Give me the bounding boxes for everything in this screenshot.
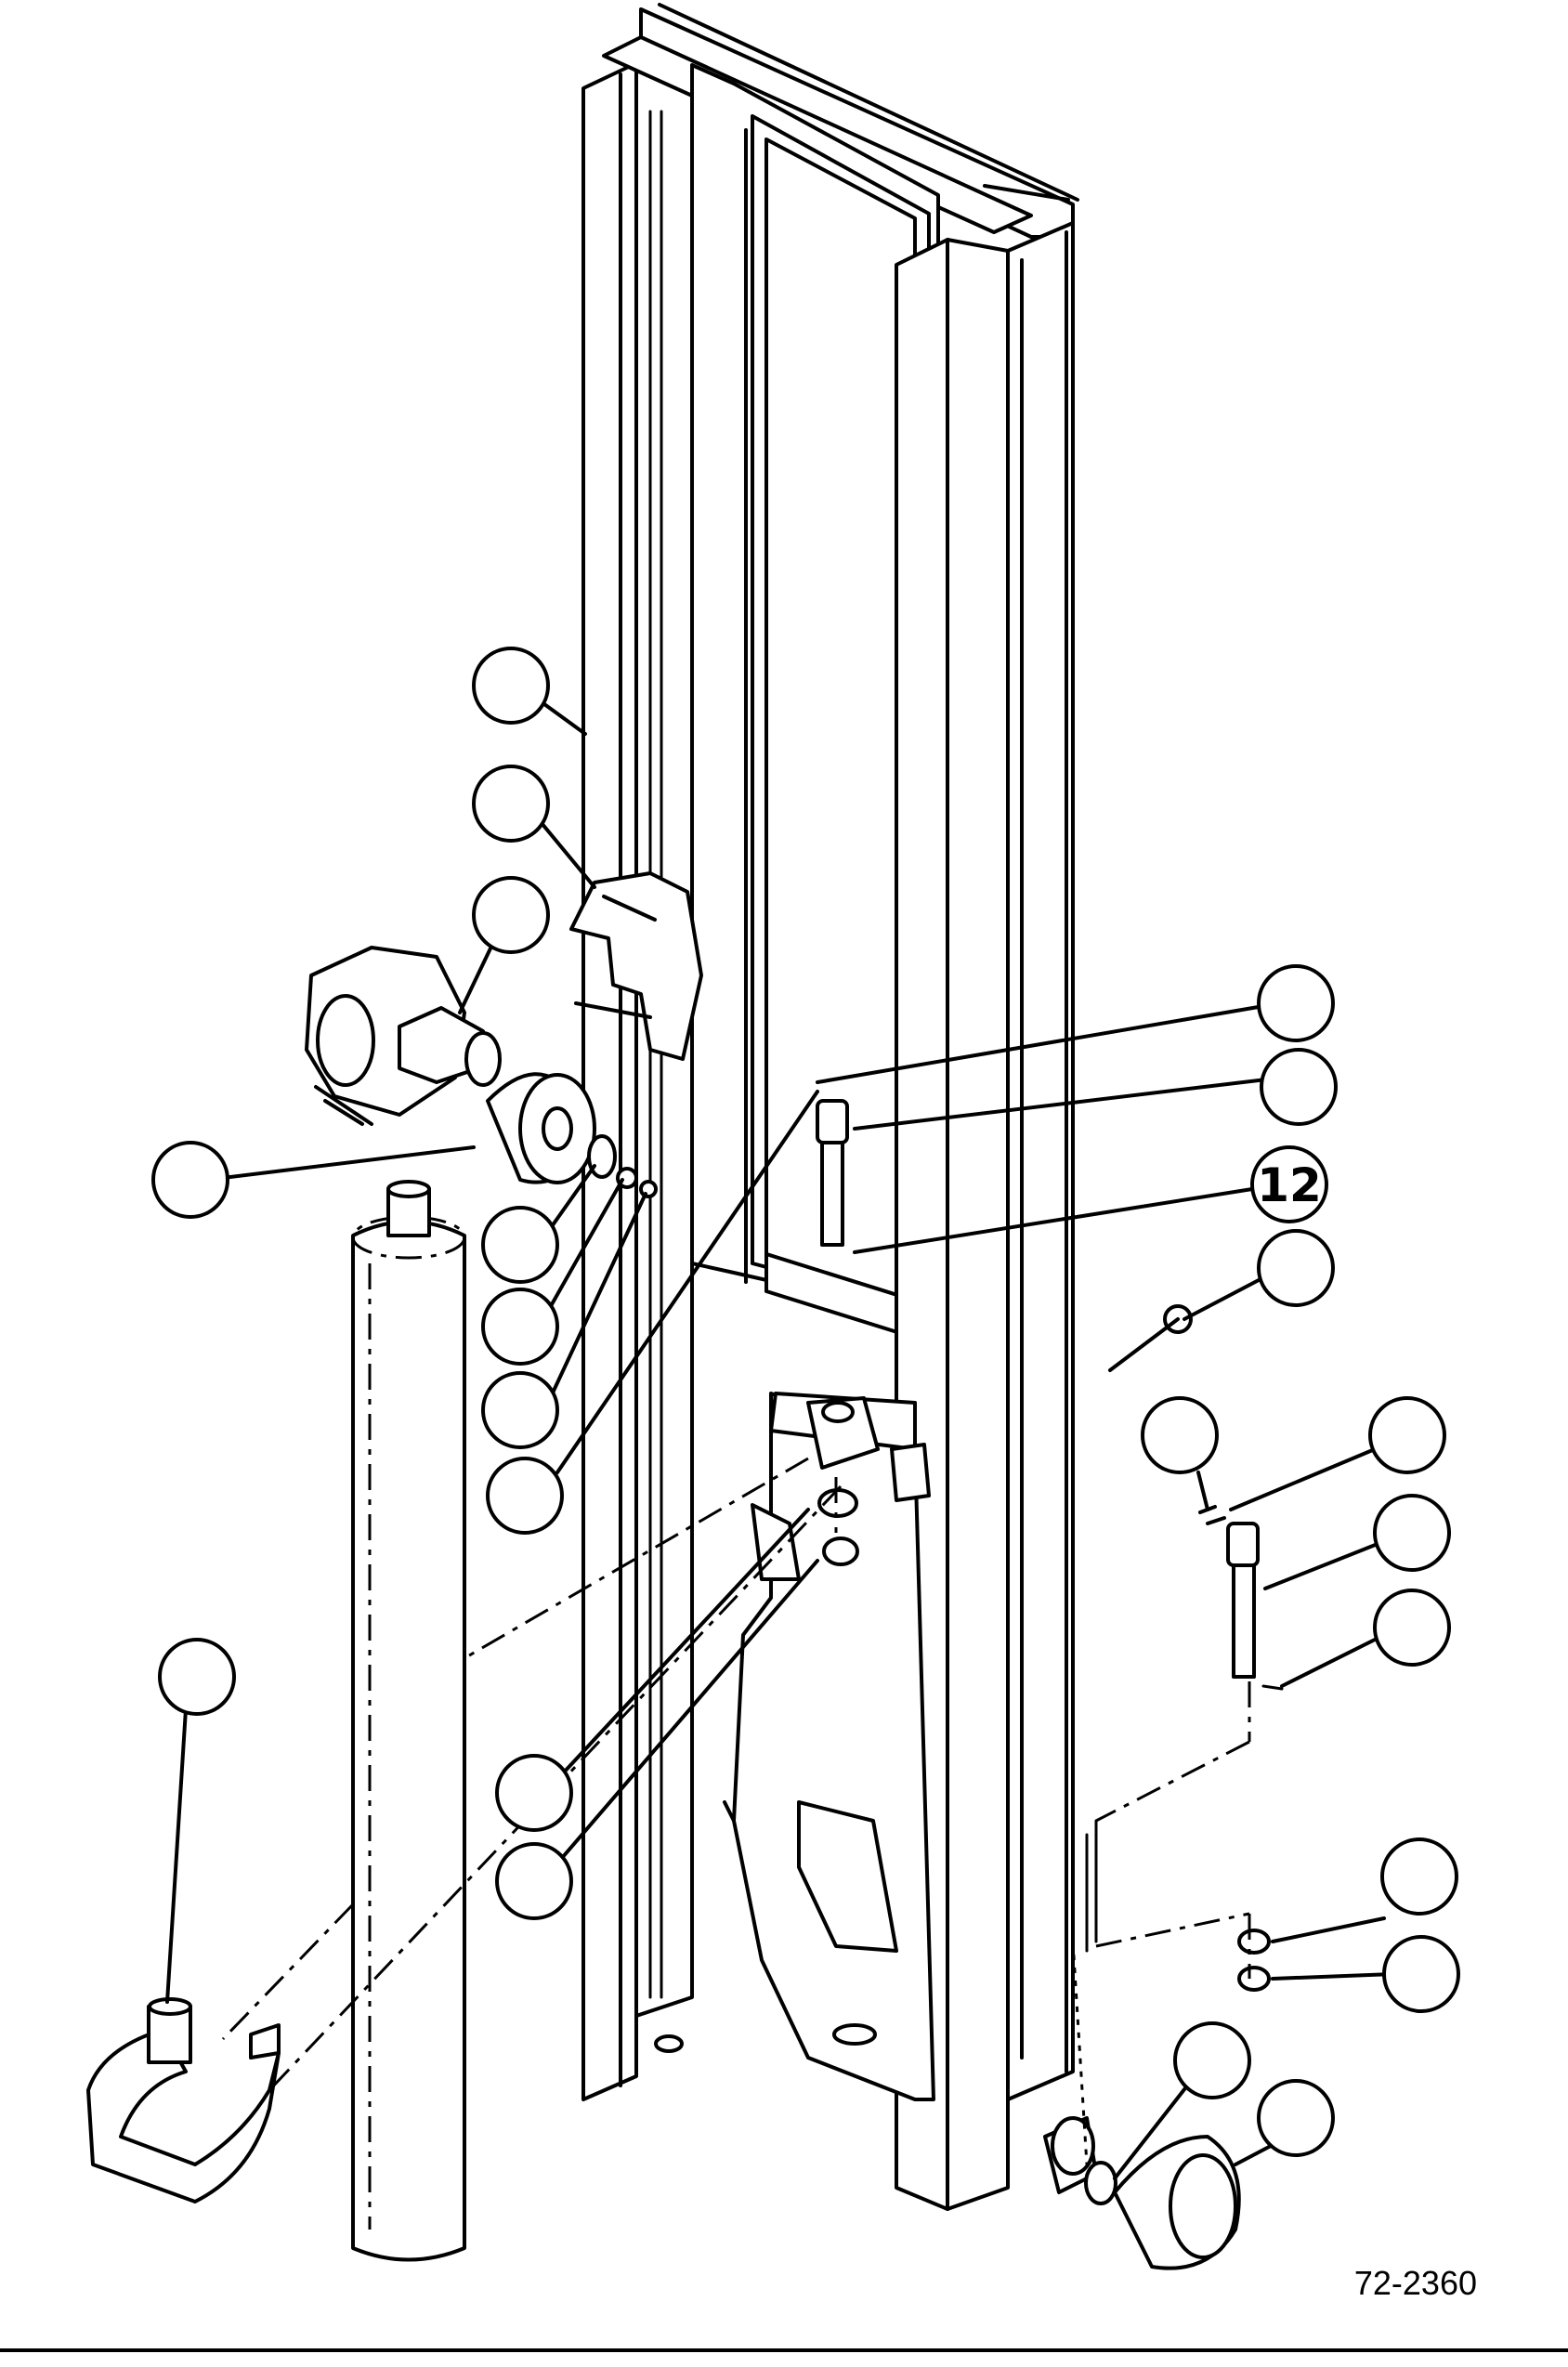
callout-c19 bbox=[495, 1842, 573, 1920]
chain-anchor-right bbox=[1198, 1505, 1284, 1691]
callout-c20 bbox=[1380, 1837, 1458, 1916]
lift-cylinder bbox=[351, 1180, 466, 2262]
roller-bracket bbox=[305, 946, 502, 1126]
leader-lines bbox=[165, 695, 1395, 2180]
callout-c16 bbox=[1373, 1589, 1451, 1667]
cylinder-clamp bbox=[86, 1997, 281, 2204]
callout-c17 bbox=[158, 1638, 236, 1716]
roller-wheel-left bbox=[486, 1072, 658, 1198]
callout-c12 bbox=[1257, 1229, 1335, 1307]
callout-c18 bbox=[495, 1754, 573, 1832]
outer-mast-right-rail bbox=[895, 221, 1098, 2211]
callout-c5 bbox=[481, 1206, 559, 1284]
figure-id-label: 72-2360 bbox=[1354, 2264, 1477, 2302]
carriage-plate bbox=[723, 1392, 935, 2101]
outer-mast-left-rail bbox=[581, 61, 694, 2101]
callout-c9 bbox=[1257, 964, 1335, 1042]
callout-c11: 12 bbox=[1250, 1145, 1328, 1223]
callout-c10 bbox=[1260, 1048, 1338, 1126]
callout-c22 bbox=[1173, 2021, 1251, 2099]
callout-c23 bbox=[1257, 2079, 1335, 2157]
callout-c7 bbox=[481, 1371, 559, 1449]
roller-wheel-bottom bbox=[1043, 1929, 1271, 2270]
callout-c14 bbox=[1368, 1396, 1446, 1474]
callout-c2 bbox=[472, 765, 550, 843]
callout-c15 bbox=[1373, 1494, 1451, 1572]
chain-bracket-upper bbox=[569, 871, 703, 1061]
callout-c6 bbox=[481, 1288, 559, 1366]
chain-anchor-middle bbox=[806, 1099, 1193, 1566]
callout-c3 bbox=[472, 876, 550, 954]
callout-c13 bbox=[1141, 1396, 1219, 1474]
callout-c8 bbox=[486, 1457, 564, 1535]
svg-text:12: 12 bbox=[1257, 1158, 1322, 1212]
callout-c4 bbox=[151, 1141, 229, 1219]
callout-c21 bbox=[1382, 1935, 1460, 2013]
callout-c1 bbox=[472, 647, 550, 725]
